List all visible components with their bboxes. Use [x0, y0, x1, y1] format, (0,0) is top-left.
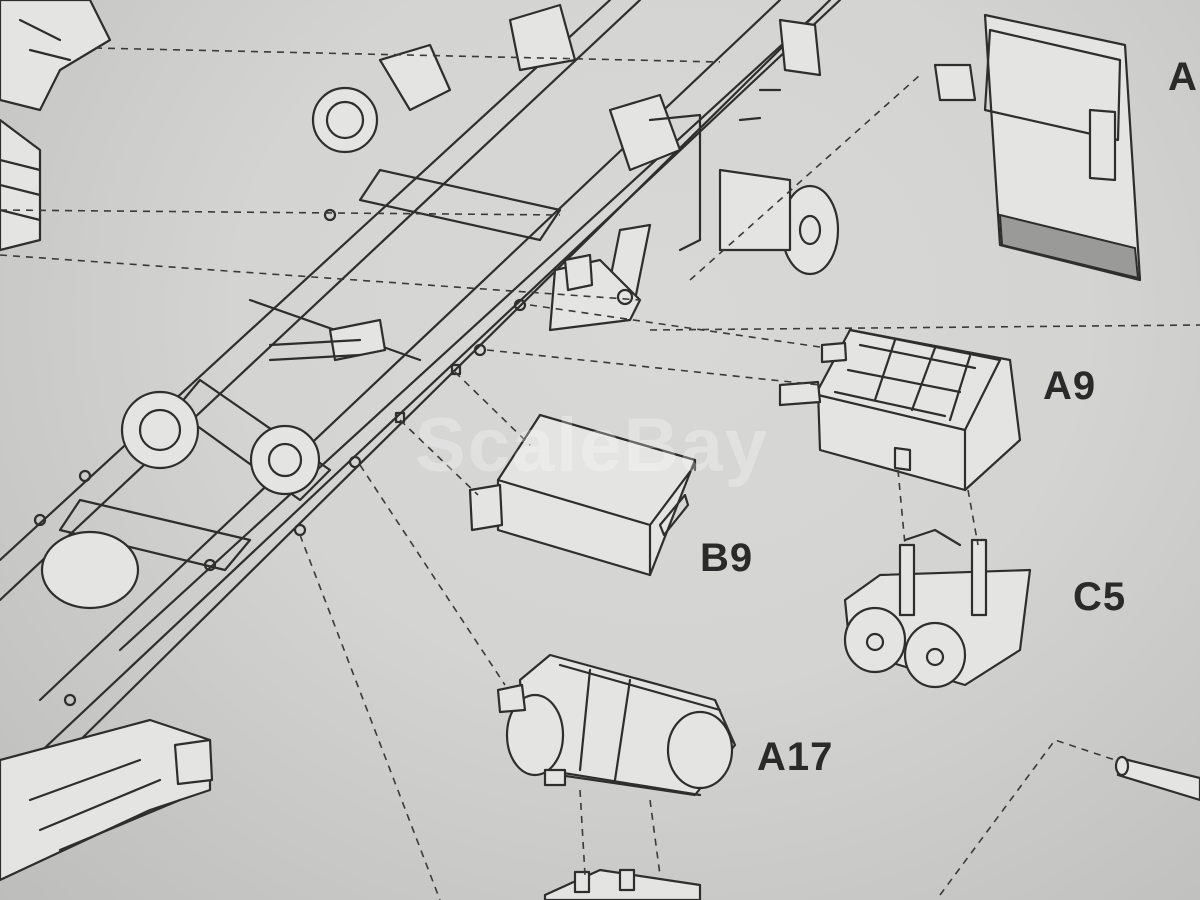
part-b9-drawing — [468, 413, 697, 577]
part-label-b9: B9 — [700, 536, 754, 580]
part-c5-drawing — [843, 528, 1032, 689]
part-label-a9: A9 — [1043, 364, 1097, 408]
wheel-hub-left — [311, 43, 452, 154]
part-label-a17: A17 — [757, 735, 834, 779]
rod-part — [1114, 755, 1200, 802]
part-label-a1: A1 — [1168, 55, 1200, 99]
part-a17-drawing — [496, 653, 737, 797]
radiator-block — [0, 718, 214, 882]
wheel-hub-lower — [40, 318, 387, 610]
part-label-c5: C5 — [1073, 575, 1127, 619]
assembly-leader-lines — [0, 47, 1200, 900]
part-a9-drawing — [778, 328, 1022, 492]
partial-part-bottom — [543, 868, 702, 900]
watermark: ScaleBay — [415, 403, 770, 488]
part-a1-drawing — [933, 13, 1142, 282]
chassis-frame — [0, 0, 842, 792]
engine-block — [0, 0, 112, 252]
frame-bracket — [548, 253, 642, 332]
